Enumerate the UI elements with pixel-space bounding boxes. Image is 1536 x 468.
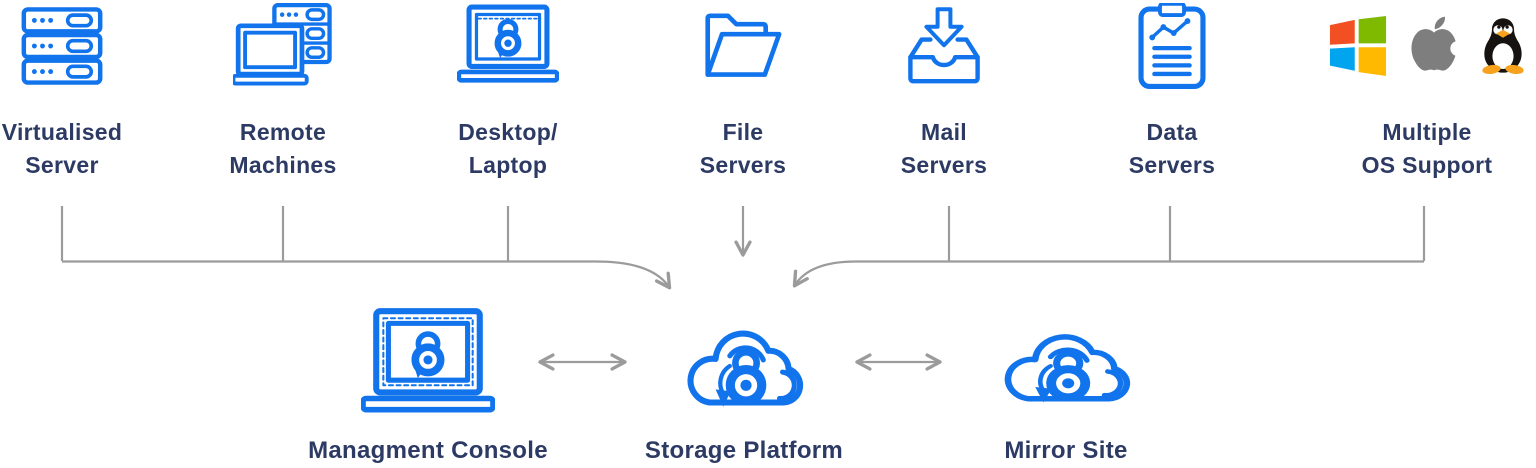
node-management-console: Managment Console (278, 304, 578, 466)
storage-platform-label: Storage Platform (644, 437, 844, 464)
source-label: Data Servers (1128, 119, 1216, 178)
source-label: Remote Machines (229, 119, 337, 178)
mail-inbox-icon (900, 0, 988, 92)
source-label: File Servers (699, 119, 787, 178)
source-multiple-os-support: Multiple OS Support (1302, 0, 1536, 182)
apple-logo (1411, 16, 1460, 71)
server-rack-icon (21, 0, 103, 92)
linux-tux-logo (1482, 18, 1524, 75)
source-label: Desktop/ Laptop (458, 119, 558, 178)
source-virtualised-server: Virtualised Server (0, 0, 177, 182)
left-bus-arrow (62, 260, 672, 290)
clipboard-chart-icon (1135, 0, 1209, 92)
source-label: Mail Servers (900, 119, 988, 178)
storage-platform-cloud-lock-icon (673, 304, 815, 428)
source-desktop-laptop: Desktop/ Laptop (393, 0, 623, 182)
windows-logo (1329, 16, 1387, 76)
mirror-site-label: Mirror Site (1004, 437, 1128, 464)
folder-icon (701, 0, 785, 92)
source-file-servers: File Servers (628, 0, 858, 182)
source-drop-lines (60, 206, 1426, 261)
source-label: Multiple OS Support (1361, 119, 1493, 178)
management-console-label: Managment Console (308, 437, 548, 464)
right-bus-arrow (792, 260, 1424, 288)
remote-machines-icon (233, 0, 333, 92)
node-storage-platform: Storage Platform (594, 304, 894, 466)
source-label: Virtualised Server (1, 119, 123, 178)
management-console-icon (361, 304, 495, 428)
laptop-lock-icon (457, 0, 559, 92)
mirror-site-cloud-lock-icon (989, 304, 1143, 428)
source-data-servers: Data Servers (1057, 0, 1287, 182)
source-mail-servers: Mail Servers (829, 0, 1059, 182)
source-remote-machines: Remote Machines (168, 0, 398, 182)
node-mirror-site: Mirror Site (916, 304, 1216, 466)
